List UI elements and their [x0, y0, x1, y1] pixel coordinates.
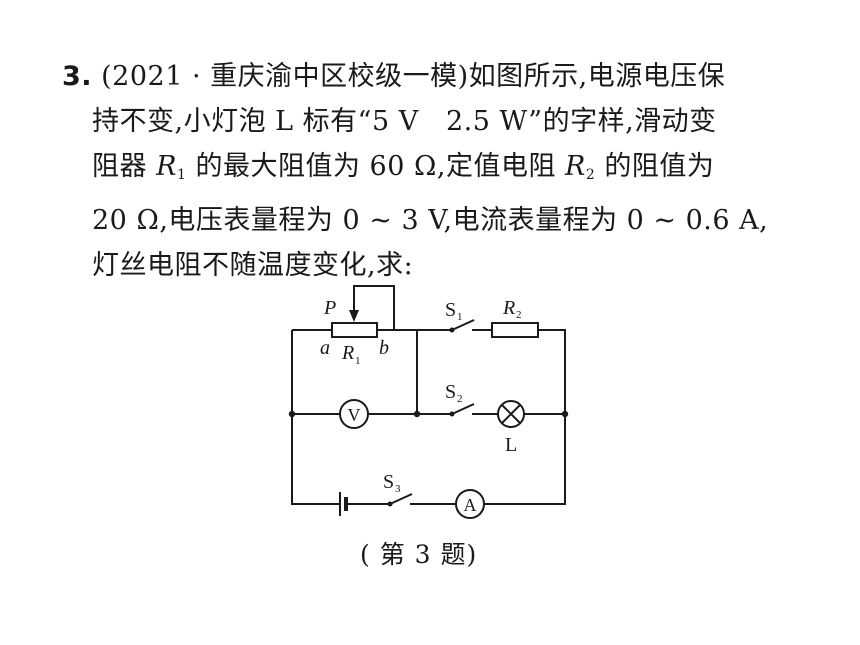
label-a: a: [320, 337, 330, 359]
label-r2: R: [502, 297, 515, 319]
line2-text-a: 持不变,小灯泡 L 标有“5 V: [92, 106, 419, 137]
junction-dots: [288, 410, 569, 418]
lamp-icon: [497, 400, 525, 428]
question-number: 3.: [62, 61, 93, 92]
label-r1-sub: 1: [355, 355, 361, 367]
line3-text-a: 阻器: [92, 151, 147, 182]
switch-s3: [389, 493, 413, 505]
label-v: V: [348, 405, 361, 425]
label-b: b: [379, 337, 389, 359]
line2-text-b: 2.5 W”的字样,滑动变: [446, 106, 717, 137]
line3-text-c: 的阻值为: [604, 151, 715, 182]
line1-text: 如图所示,电源电压保: [468, 61, 726, 92]
label-s2: S: [445, 381, 456, 403]
resistor-r2: [491, 322, 539, 338]
line3-text-b: 的最大阻值为 60 Ω,定值电阻: [195, 151, 556, 182]
label-s3-sub: 3: [395, 483, 401, 495]
circuit-wires: [291, 285, 566, 505]
problem-source: (2021 · 重庆渝中区校级一模): [101, 61, 469, 92]
switch-s2: [451, 403, 475, 415]
r1-symbol: R: [156, 151, 177, 182]
figure-caption: ( 第 3 题): [360, 540, 478, 569]
label-p: P: [323, 297, 336, 319]
label-s1-sub: 1: [457, 311, 463, 323]
problem-line-4: 20 Ω,电压表量程为 0 ~ 3 V,电流表量程为 0 ~ 0.6 A,: [92, 205, 769, 236]
problem-line-1: 3. (2021 · 重庆渝中区校级一模)如图所示,电源电压保: [62, 54, 822, 99]
problem-line-5: 灯丝电阻不随温度变化,求:: [92, 250, 414, 281]
label-r2-sub: 2: [516, 309, 522, 321]
problem-line-2: 持不变,小灯泡 L 标有“5 V 2.5 W”的字样,滑动变: [62, 99, 822, 144]
label-r1: R: [341, 342, 354, 364]
switches: [389, 319, 475, 505]
circuit-diagram: P a b R 1 S 1 R 2 S 2 L S 3 V A: [288, 285, 569, 519]
label-ammeter: A: [464, 495, 477, 515]
label-s3: S: [383, 471, 394, 493]
r2-symbol: R: [565, 151, 586, 182]
switch-s1: [451, 319, 475, 331]
r2-subscript: 2: [585, 167, 596, 183]
label-l: L: [505, 434, 517, 456]
switch-contacts: [387, 327, 455, 507]
problem-text: 3. (2021 · 重庆渝中区校级一模)如图所示,电源电压保 持不变,小灯泡 …: [62, 54, 822, 288]
r1-subscript: 1: [176, 167, 187, 183]
problem-line-3: 阻器 R1 的最大阻值为 60 Ω,定值电阻 R2 的阻值为: [62, 144, 822, 198]
label-s2-sub: 2: [457, 393, 463, 405]
slider-arrow-icon: [349, 310, 359, 322]
ammeter-icon: [455, 489, 485, 519]
circuit-labels: P a b R 1 S 1 R 2 S 2 L S 3 V A: [320, 297, 522, 515]
label-s1: S: [445, 299, 456, 321]
battery-icon: [339, 492, 348, 516]
voltmeter-icon: [339, 399, 369, 429]
rheostat-r1: [331, 322, 378, 338]
